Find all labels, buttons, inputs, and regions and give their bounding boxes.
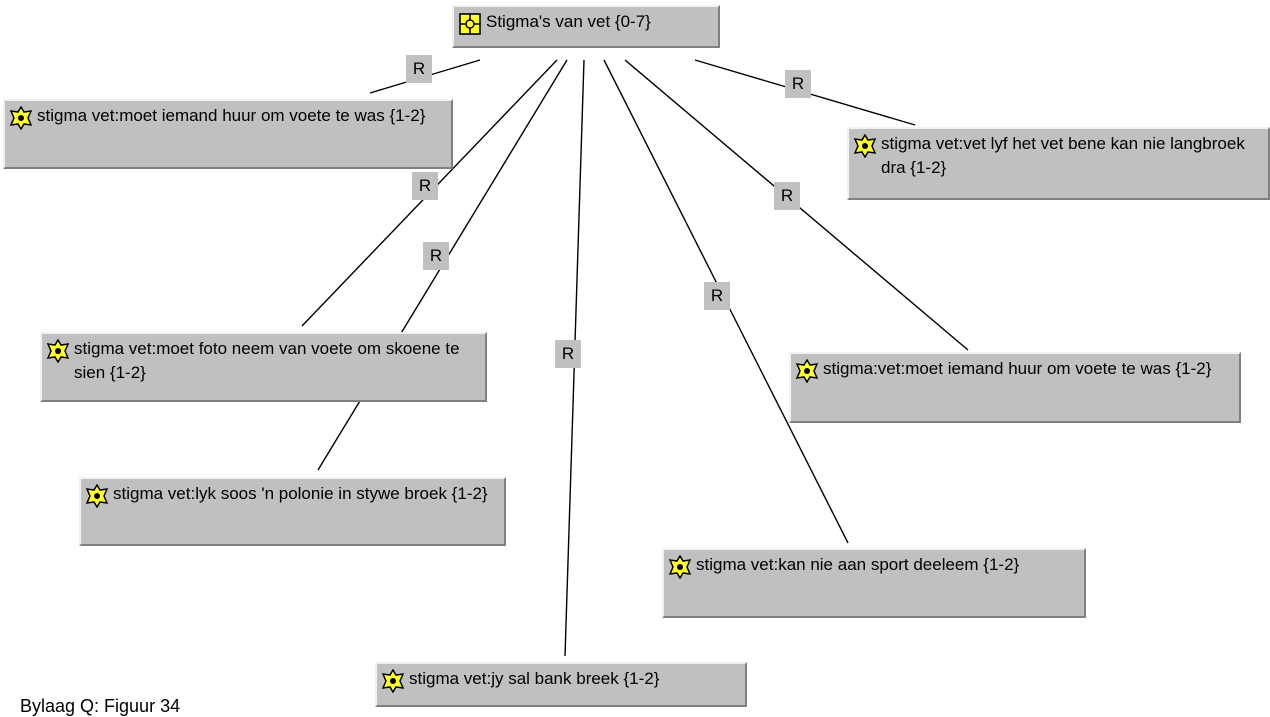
code-node-label: stigma:vet:moet iemand huur om voete te … (823, 359, 1212, 378)
root-node[interactable]: Stigma's van vet {0-7} (452, 5, 720, 48)
figure-caption: Bylaag Q: Figuur 34 (20, 696, 181, 716)
code-node-label: stigma vet:lyk soos 'n polonie in stywe … (113, 484, 488, 503)
relation-label: R (785, 70, 811, 98)
code-node-label: stigma vet:kan nie aan sport deeleem {1-… (696, 555, 1020, 574)
code-node-label: stigma vet:moet foto neem van voete om s… (74, 339, 460, 382)
code-node[interactable]: stigma vet:vet lyf het vet bene kan nie … (847, 127, 1270, 200)
code-node-icon (46, 339, 70, 363)
code-node-icon (9, 106, 33, 130)
code-node-icon (795, 359, 819, 383)
code-node-label: stigma vet:moet iemand huur om voete te … (37, 106, 426, 125)
code-node-label: stigma vet:jy sal bank breek {1-2} (409, 669, 660, 688)
code-node[interactable]: stigma vet:moet foto neem van voete om s… (40, 332, 487, 402)
code-node-icon (381, 669, 405, 693)
code-node[interactable]: stigma vet:moet iemand huur om voete te … (3, 99, 453, 169)
code-node[interactable]: stigma vet:jy sal bank breek {1-2} (375, 662, 747, 707)
relation-label: R (406, 55, 432, 83)
code-node-icon (85, 484, 109, 508)
relation-label: R (555, 340, 581, 368)
code-node[interactable]: stigma:vet:moet iemand huur om voete te … (789, 352, 1241, 423)
code-node[interactable]: stigma vet:kan nie aan sport deeleem {1-… (662, 548, 1086, 618)
network-node-icon (459, 13, 481, 35)
relation-label: R (774, 182, 800, 210)
code-node-label: stigma vet:vet lyf het vet bene kan nie … (881, 134, 1245, 177)
code-node-icon (853, 134, 877, 158)
code-node-icon (668, 555, 692, 579)
relation-label: R (704, 282, 730, 310)
root-node-label: Stigma's van vet {0-7} (486, 12, 651, 31)
relation-label: R (412, 172, 438, 200)
code-node[interactable]: stigma vet:lyk soos 'n polonie in stywe … (79, 477, 506, 546)
relation-label: R (423, 242, 449, 270)
